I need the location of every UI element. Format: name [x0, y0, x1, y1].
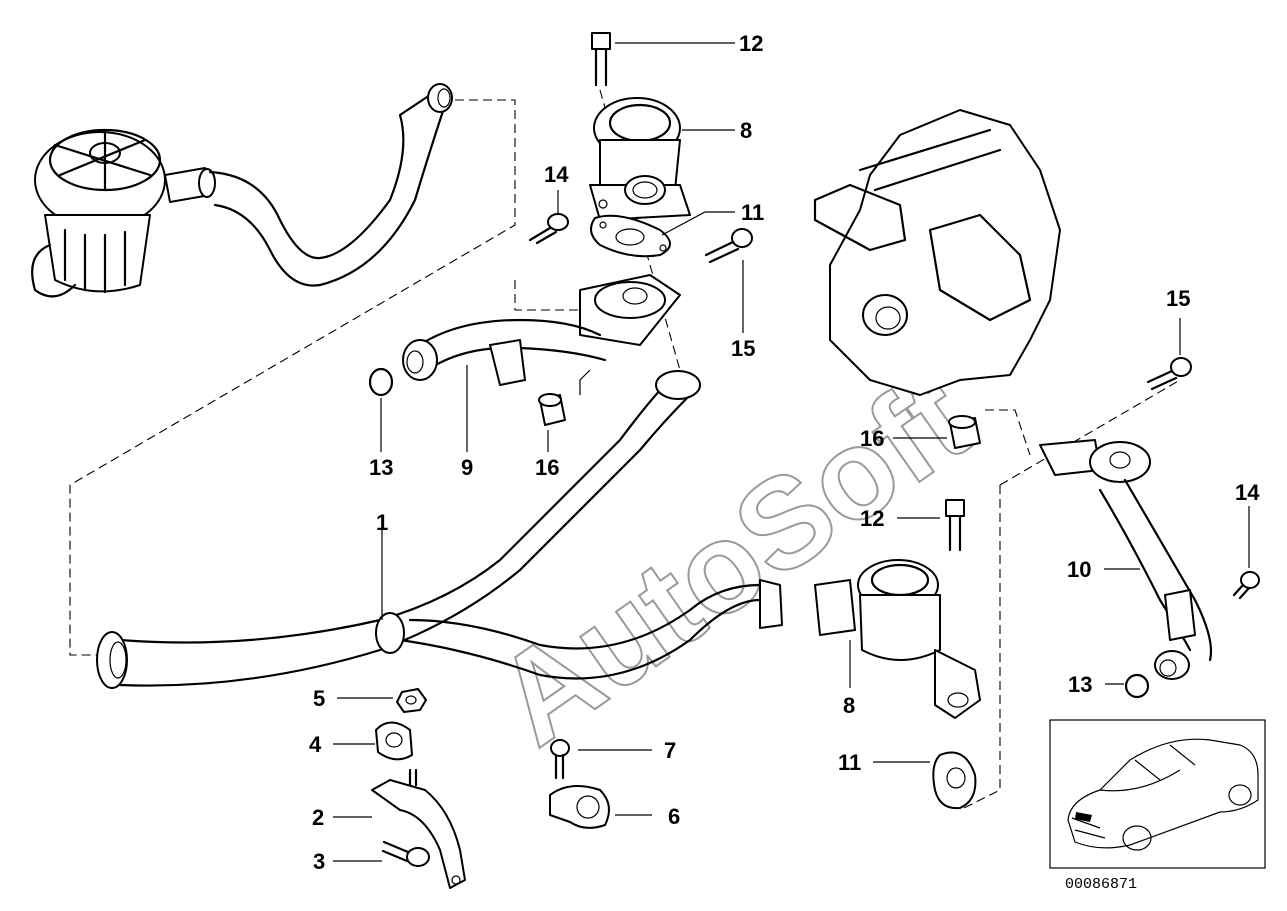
- upper-air-hose: [208, 83, 453, 287]
- seal-ring-right: [1124, 673, 1150, 699]
- callout-10: 10: [1067, 557, 1091, 582]
- gasket-top: [590, 214, 671, 258]
- callout-3: 3: [313, 849, 325, 874]
- secondary-air-pump-icon: [31, 128, 216, 298]
- bolt-bottom: [945, 499, 965, 552]
- callout-12-top: 12: [739, 31, 763, 56]
- callout-15-left: 15: [731, 336, 755, 361]
- bolt-left: [528, 213, 569, 245]
- callout-15-right: 15: [1166, 286, 1190, 311]
- check-valve-top: [589, 97, 691, 221]
- callout-8-top: 8: [740, 118, 752, 143]
- bolt-part-7: [550, 739, 570, 780]
- callout-8-bottom: 8: [843, 693, 855, 718]
- callout-4: 4: [309, 732, 322, 757]
- bolt-right-lower: [1232, 571, 1260, 600]
- callout-13-left: 13: [369, 455, 393, 480]
- callout-6: 6: [668, 804, 680, 829]
- seal-ring-left: [368, 367, 394, 397]
- engine-block-icon: [813, 109, 1061, 396]
- bolt-top: [591, 32, 611, 87]
- bolt-part-3: [381, 840, 430, 867]
- callout-12-bottom: 12: [860, 506, 884, 531]
- callout-16-right: 16: [860, 426, 884, 451]
- air-pipe-right: [1039, 439, 1213, 680]
- nut-part-5: [396, 688, 427, 713]
- callout-11-bottom: 11: [838, 750, 861, 775]
- bracket-part-2: [371, 768, 466, 889]
- car-thumbnail-icon: [1049, 719, 1266, 869]
- y-pipe-assembly: [96, 370, 783, 689]
- callout-14-left: 14: [544, 162, 569, 187]
- callout-9: 9: [461, 455, 473, 480]
- air-pipe-left: [402, 274, 681, 386]
- callout-11-top: 11: [741, 200, 764, 225]
- callout-16-left: 16: [535, 455, 559, 480]
- callout-14-right: 14: [1235, 480, 1260, 505]
- leader-lines: [333, 42, 1250, 862]
- check-valve-bottom: [814, 559, 981, 719]
- gasket-bottom: [932, 751, 977, 810]
- callout-7: 7: [664, 738, 676, 763]
- callout-1: 1: [376, 510, 388, 535]
- callout-13-right: 13: [1068, 672, 1092, 697]
- callout-labels: 12 8 14 11 15 13 9 16 1 5 4 2 3 7 6 16 1…: [309, 31, 1260, 874]
- callout-2: 2: [312, 805, 324, 830]
- rubber-mount-part-4: [375, 721, 413, 761]
- bushing-left: [538, 393, 566, 426]
- bolt-right-upper: [1146, 357, 1192, 391]
- callout-5: 5: [313, 686, 325, 711]
- bolt-mid: [704, 228, 753, 264]
- drawing-number: 00086871: [1065, 876, 1137, 893]
- bushing-right: [948, 415, 981, 449]
- clamp-part-6: [549, 785, 610, 829]
